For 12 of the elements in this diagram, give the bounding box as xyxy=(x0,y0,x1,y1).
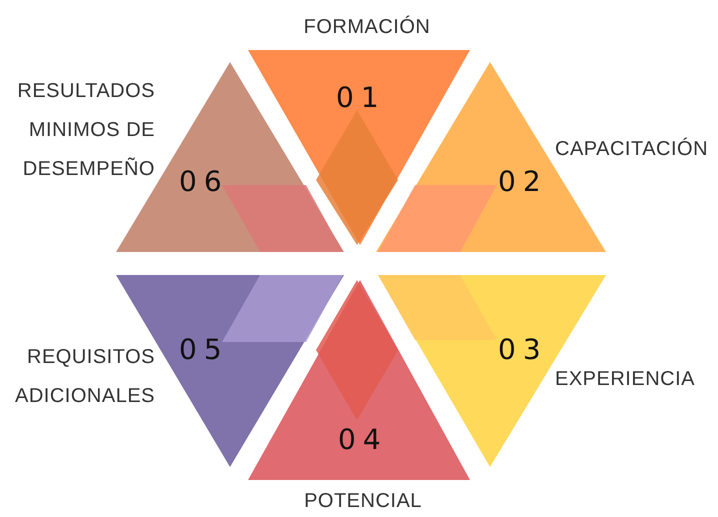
step-number: 01 xyxy=(336,84,386,112)
segment-title: FORMACIÓN xyxy=(302,14,432,40)
segment-title: EXPERIENCIA xyxy=(555,367,696,392)
step-number: 03 xyxy=(498,336,548,364)
segment-title: CAPACITACIÓN xyxy=(555,136,710,162)
segment-title: RESULTADOS MINIMOS DE DESEMPEÑO xyxy=(16,79,155,182)
step-number: 02 xyxy=(498,168,548,196)
step-number: 06 xyxy=(179,168,229,196)
segment-title: POTENCIAL xyxy=(303,489,423,514)
step-number: 05 xyxy=(179,336,229,364)
segment-title: REQUISITOS ADICIONALES xyxy=(14,345,155,409)
step-number: 04 xyxy=(338,426,388,454)
